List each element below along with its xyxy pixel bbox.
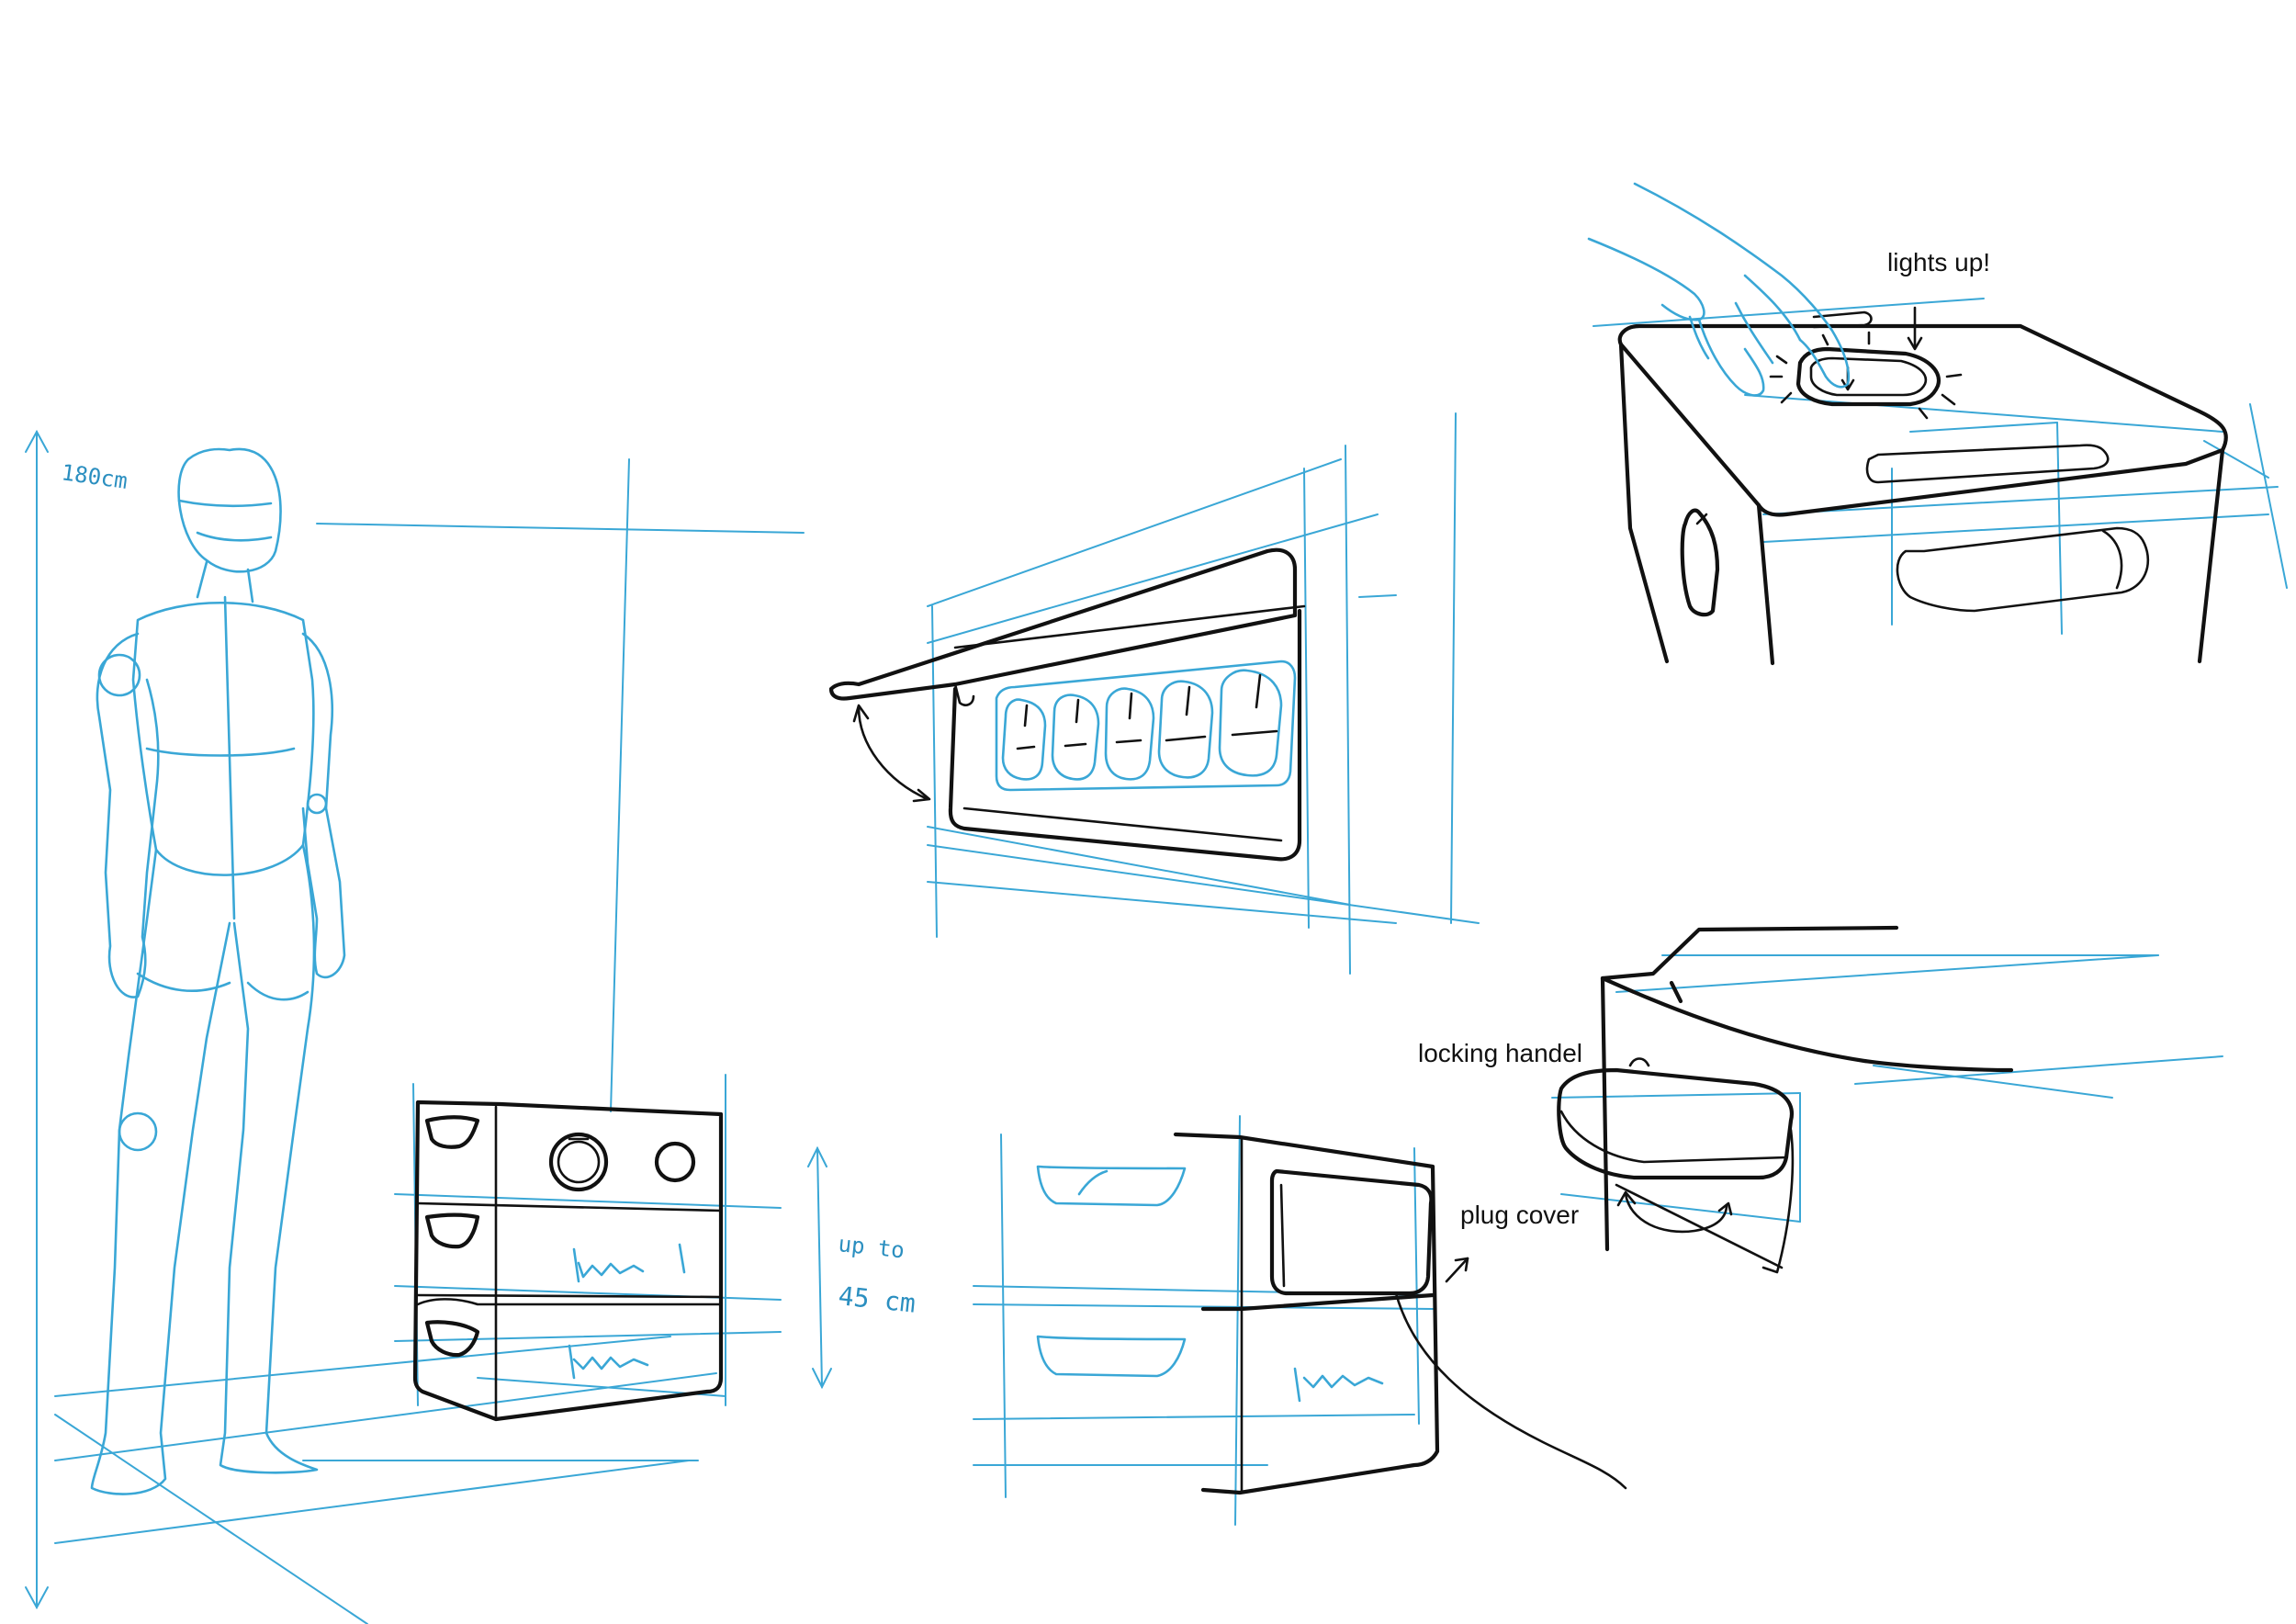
plug-cover-arrow-icon [1445, 1257, 1469, 1283]
stacked-modules-front: up to 45 cm [394, 1074, 917, 1422]
socket-1-icon [1001, 698, 1047, 781]
figure-head [177, 447, 282, 573]
stack-height-label-line1: up to [837, 1231, 906, 1263]
power-cable [1394, 1291, 1627, 1490]
side-latch[interactable] [1680, 508, 1720, 617]
power-strip-body [948, 608, 1302, 862]
lights-up-label: lights up! [1887, 248, 1990, 276]
socket-row [1001, 669, 1283, 781]
box-top-surface [1617, 323, 2228, 517]
light-button[interactable] [1795, 346, 1941, 407]
figure-leg-left [219, 843, 319, 1474]
height-arrow-up-icon [25, 429, 49, 453]
stack-height-dimension-line [816, 1147, 823, 1388]
plug-cover[interactable] [1269, 1168, 1434, 1296]
module-plug-cover-view: plug cover [973, 1115, 1627, 1526]
light-rays-icon [1769, 331, 1963, 420]
light-button-view: lights up! [1587, 182, 2288, 666]
human-figure: 180cm [25, 429, 805, 1624]
height-arrow-down-icon [25, 1586, 49, 1610]
drawer-handle-top[interactable] [424, 1115, 480, 1149]
drawer-handle-lower[interactable] [1036, 1335, 1187, 1378]
drawer-handle-bottom[interactable] [424, 1320, 480, 1358]
stack-height-label-line2: 45 cm [837, 1280, 917, 1319]
hand-sketch [1587, 237, 1705, 321]
module-plug-cover-outline [1173, 1132, 1440, 1495]
locking-handle-view: locking handel [1418, 925, 2223, 1274]
figure-leg-right [90, 848, 231, 1495]
top-carry-slot[interactable] [1865, 444, 2110, 484]
socket-panel [995, 660, 1297, 792]
socket-5-icon [1218, 669, 1283, 777]
power-socket-small-icon [654, 1141, 696, 1183]
side-hand-cutout [1896, 526, 2150, 613]
locking-box-top-edge [1600, 925, 1899, 981]
plug-cover-label: plug cover [1460, 1201, 1579, 1229]
drawer-handle-upper[interactable] [1036, 1165, 1187, 1207]
power-socket-large-icon [548, 1132, 609, 1192]
lid-rotation-arrow-icon [857, 705, 929, 801]
power-strip-lid[interactable] [828, 547, 1298, 701]
locking-handle[interactable] [1557, 1067, 1795, 1180]
socket-2-icon [1051, 694, 1100, 781]
drawer-handle-middle[interactable] [424, 1212, 480, 1249]
figure-arm-left [301, 632, 346, 979]
module-stack-outline [412, 1100, 724, 1422]
height-label: 180cm [60, 459, 129, 494]
figure-torso [131, 601, 315, 876]
socket-3-icon [1104, 687, 1155, 781]
handle-rotation-arrow-icon [1624, 1192, 1728, 1234]
socket-4-icon [1157, 680, 1214, 779]
locking-handle-label: locking handel [1418, 1039, 1582, 1067]
power-strip-open-lid [828, 412, 1480, 975]
